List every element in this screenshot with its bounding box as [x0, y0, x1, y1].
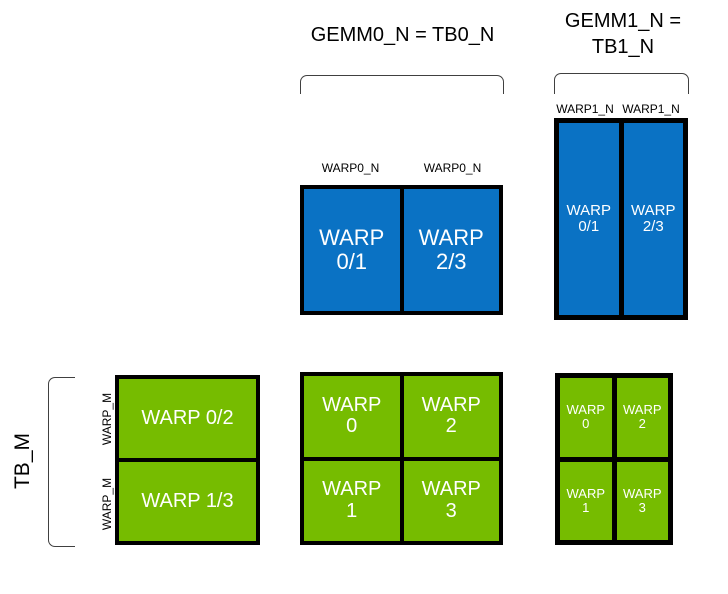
- right-green-block: WARP 0 WARP 2 WARP 1 WARP 3: [555, 373, 673, 545]
- right-green-cell-warp-1[interactable]: WARP 1: [560, 461, 612, 540]
- right-green-cell-warp-3[interactable]: WARP 3: [616, 461, 668, 540]
- middle-green-block: WARP 0 WARP 2 WARP 1 WARP 3: [300, 372, 503, 545]
- warp1-n-right-label: WARP1_N: [622, 102, 680, 116]
- warp-m-top-label: WARP_M: [100, 392, 114, 446]
- gemm1-span-bracket: [554, 73, 689, 94]
- warp0-n-left-label: WARP0_N: [321, 161, 380, 175]
- tb-m-bracket: [48, 377, 75, 547]
- gemm1-cell-warp-0-1[interactable]: WARP 0/1: [559, 123, 619, 315]
- gemm0-heading: GEMM0_N = TB0_N: [310, 24, 495, 46]
- left-green-cell-warp-0-2[interactable]: WARP 0/2: [119, 379, 256, 458]
- gemm0-cell-warp-0-1[interactable]: WARP 0/1: [304, 189, 400, 311]
- gemm0-span-bracket: [300, 75, 504, 94]
- right-green-cell-warp-0[interactable]: WARP 0: [560, 378, 612, 457]
- gemm0-cell-warp-2-3[interactable]: WARP 2/3: [403, 189, 499, 311]
- warp-m-bottom-label: WARP_M: [100, 477, 114, 531]
- gemm1-blue-block: WARP 0/1 WARP 2/3: [554, 118, 688, 320]
- left-green-block: WARP 0/2 WARP 1/3: [115, 375, 260, 545]
- tb-m-label: TB_M: [11, 433, 34, 490]
- left-green-cell-warp-1-3[interactable]: WARP 1/3: [119, 462, 256, 541]
- middle-green-cell-warp-1[interactable]: WARP 1: [304, 460, 400, 541]
- warp0-n-right-label: WARP0_N: [423, 161, 482, 175]
- middle-green-cell-warp-0[interactable]: WARP 0: [304, 376, 400, 457]
- middle-green-cell-warp-3[interactable]: WARP 3: [403, 460, 499, 541]
- gemm0-blue-block: WARP 0/1 WARP 2/3: [300, 185, 503, 315]
- warp1-n-left-label: WARP1_N: [556, 102, 614, 116]
- right-green-cell-warp-2[interactable]: WARP 2: [616, 378, 668, 457]
- gemm1-cell-warp-2-3[interactable]: WARP 2/3: [623, 123, 683, 315]
- middle-green-cell-warp-2[interactable]: WARP 2: [403, 376, 499, 457]
- gemm1-heading: GEMM1_N = TB1_N: [564, 10, 682, 58]
